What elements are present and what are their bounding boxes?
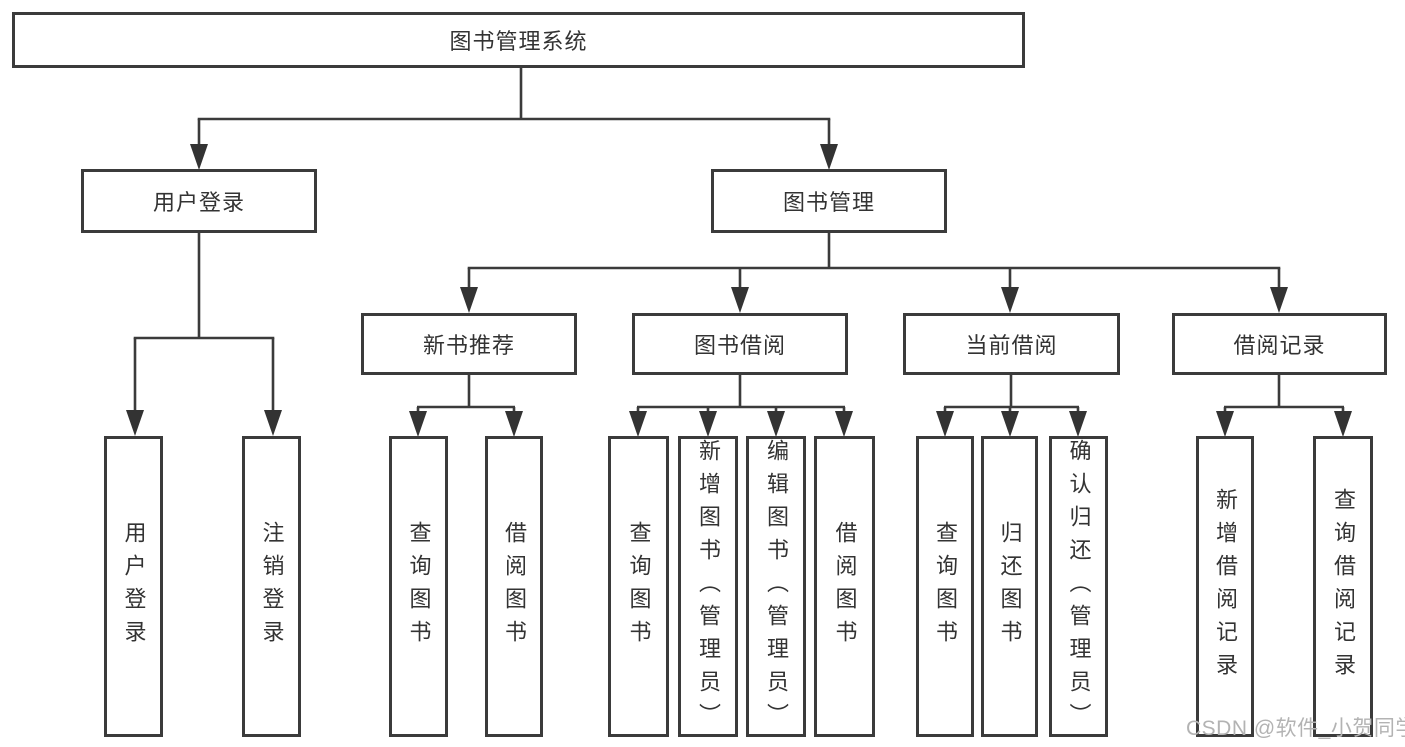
leaf-recommend-borrow-book: 借阅图书: [485, 436, 543, 737]
leaf-return-book: 归还图书: [981, 436, 1038, 737]
node-label: 借阅记录: [1233, 333, 1326, 358]
node-label: 新书推荐: [422, 333, 515, 358]
node-borrow-record: 借阅记录: [1172, 313, 1387, 375]
leaf-logout: 注销登录: [242, 436, 301, 737]
leaf-add-borrow-record: 新增借阅记录: [1196, 436, 1254, 737]
node-label: 图书借阅: [693, 333, 786, 358]
leaf-user-login: 用户登录: [104, 436, 163, 737]
leaf-recommend-query-book: 查询图书: [389, 436, 448, 737]
node-new-book-recommend: 新书推荐: [361, 313, 577, 375]
leaf-borrow-query-book: 查询图书: [608, 436, 669, 737]
node-label: 用户登录: [121, 520, 147, 653]
csdn-watermark: CSDN @软件_小贺同学: [1186, 717, 1405, 740]
node-label: 当前借阅: [965, 333, 1058, 358]
leaf-confirm-return-admin: 确认归还（管理员）: [1049, 436, 1108, 737]
node-label: 查询图书: [933, 520, 958, 653]
leaf-edit-book-admin: 编辑图书（管理员）: [746, 436, 806, 737]
node-user-login: 用户登录: [81, 169, 317, 233]
node-label: 借阅图书: [502, 520, 527, 653]
leaf-query-borrow-record: 查询借阅记录: [1313, 436, 1373, 737]
leaf-add-book-admin: 新增图书（管理员）: [678, 436, 738, 737]
node-label: 确认归还（管理员）: [1066, 439, 1092, 736]
node-label: 查询借阅记录: [1331, 487, 1356, 686]
node-label: 查询图书: [406, 520, 432, 653]
node-label: 图书管理系统: [449, 29, 588, 54]
node-label: 用户登录: [152, 190, 245, 215]
node-book-borrow: 图书借阅: [632, 313, 848, 375]
arrowheads: [126, 144, 1352, 437]
node-label: 查询图书: [626, 520, 652, 653]
node-label: 注销登录: [259, 520, 285, 653]
node-label: 新增借阅记录: [1213, 487, 1238, 686]
node-label: 归还图书: [997, 520, 1023, 653]
node-label: 借阅图书: [832, 520, 858, 653]
node-label: 编辑图书（管理员）: [764, 439, 789, 736]
node-current-borrow: 当前借阅: [903, 313, 1120, 375]
leaf-current-query-book: 查询图书: [916, 436, 974, 737]
node-book-management: 图书管理: [711, 169, 947, 233]
node-library-management-system: 图书管理系统: [12, 12, 1025, 68]
node-label: 图书管理: [782, 190, 875, 215]
leaf-borrow-book: 借阅图书: [814, 436, 875, 737]
node-label: 新增图书（管理员）: [696, 439, 721, 736]
